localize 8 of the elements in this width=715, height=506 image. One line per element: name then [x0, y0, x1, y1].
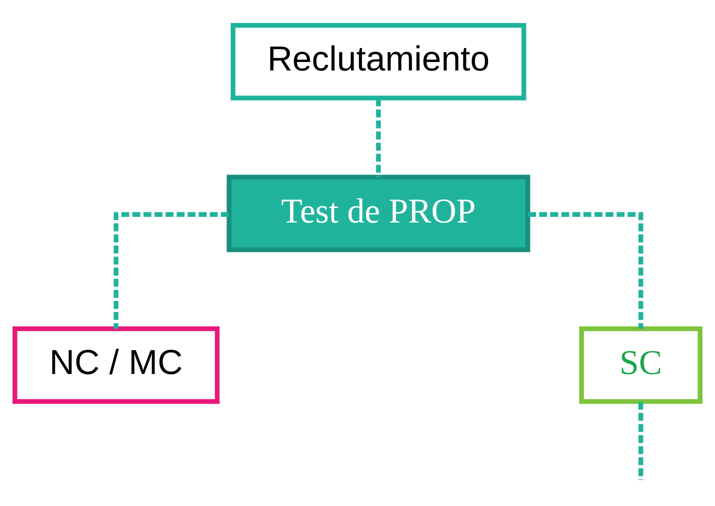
connector: [114, 212, 229, 328]
node-box: Test de PROP: [226, 174, 530, 252]
connector: [376, 98, 381, 177]
node-box: SC: [579, 326, 702, 404]
connector: [638, 401, 644, 480]
node-box: NC / MC: [12, 326, 220, 404]
node-box: Reclutamiento: [230, 22, 526, 100]
connector: [528, 212, 644, 328]
